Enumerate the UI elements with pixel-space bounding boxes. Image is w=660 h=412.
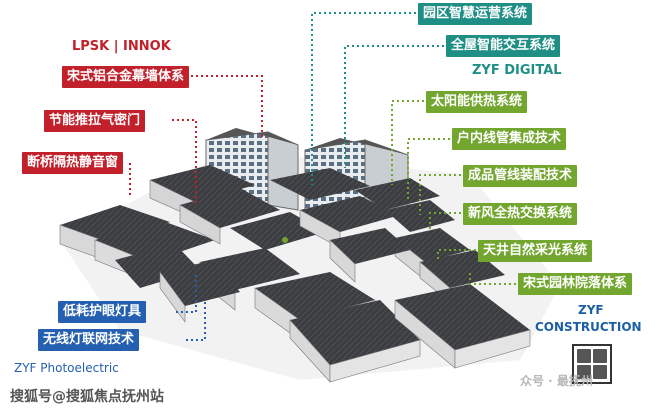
label-wireless-lighting-iot: 无线灯联网技术 [38,329,140,351]
brand-zyf-construction-bottom: CONSTRUCTION [535,320,642,334]
label-prefab-pipeline-assembly: 成品管线装配技术 [463,165,578,187]
courtyard-blocks [59,165,531,383]
label-low-power-eye-care-lamp: 低耗护眼灯具 [58,301,147,323]
label-smart-park-operations: 园区智慧运营系统 [418,3,533,25]
label-atrium-natural-light: 天井自然采光系统 [478,240,593,262]
label-solar-heating: 太阳能供热系统 [426,91,528,113]
watermark-public-account: 众号 · 最抚州 [520,374,593,388]
brand-zyf-construction-top: ZYF [578,303,604,317]
label-energy-saving-sliding-door: 节能推拉气密门 [44,110,146,132]
label-whole-house-smart-interaction: 全屋智能交互系统 [446,35,561,57]
label-fresh-air-heat-exchange: 新风全热交换系统 [463,203,578,225]
label-song-garden-courtyard: 宋式园林院落体系 [518,273,633,295]
leader-lines [129,12,516,341]
green-connector-dot [282,237,288,243]
brand-zyf-digital: ZYF DIGITAL [472,63,562,78]
label-song-aluminum-curtain-wall: 宋式铝合金幕墙体系 [62,66,190,88]
watermark-sohu: 搜狐号@搜狐焦点抚州站 [10,389,164,405]
label-thermal-break-window: 断桥隔热静音窗 [22,152,124,174]
brand-lpsk-innok: LPSK | INNOK [72,39,171,54]
tower-left [205,128,299,214]
label-indoor-conduit-integration: 户内线管集成技术 [452,128,567,150]
brand-zyf-photoelectric: ZYF Photoelectric [14,361,119,375]
seal-logo [572,344,612,384]
